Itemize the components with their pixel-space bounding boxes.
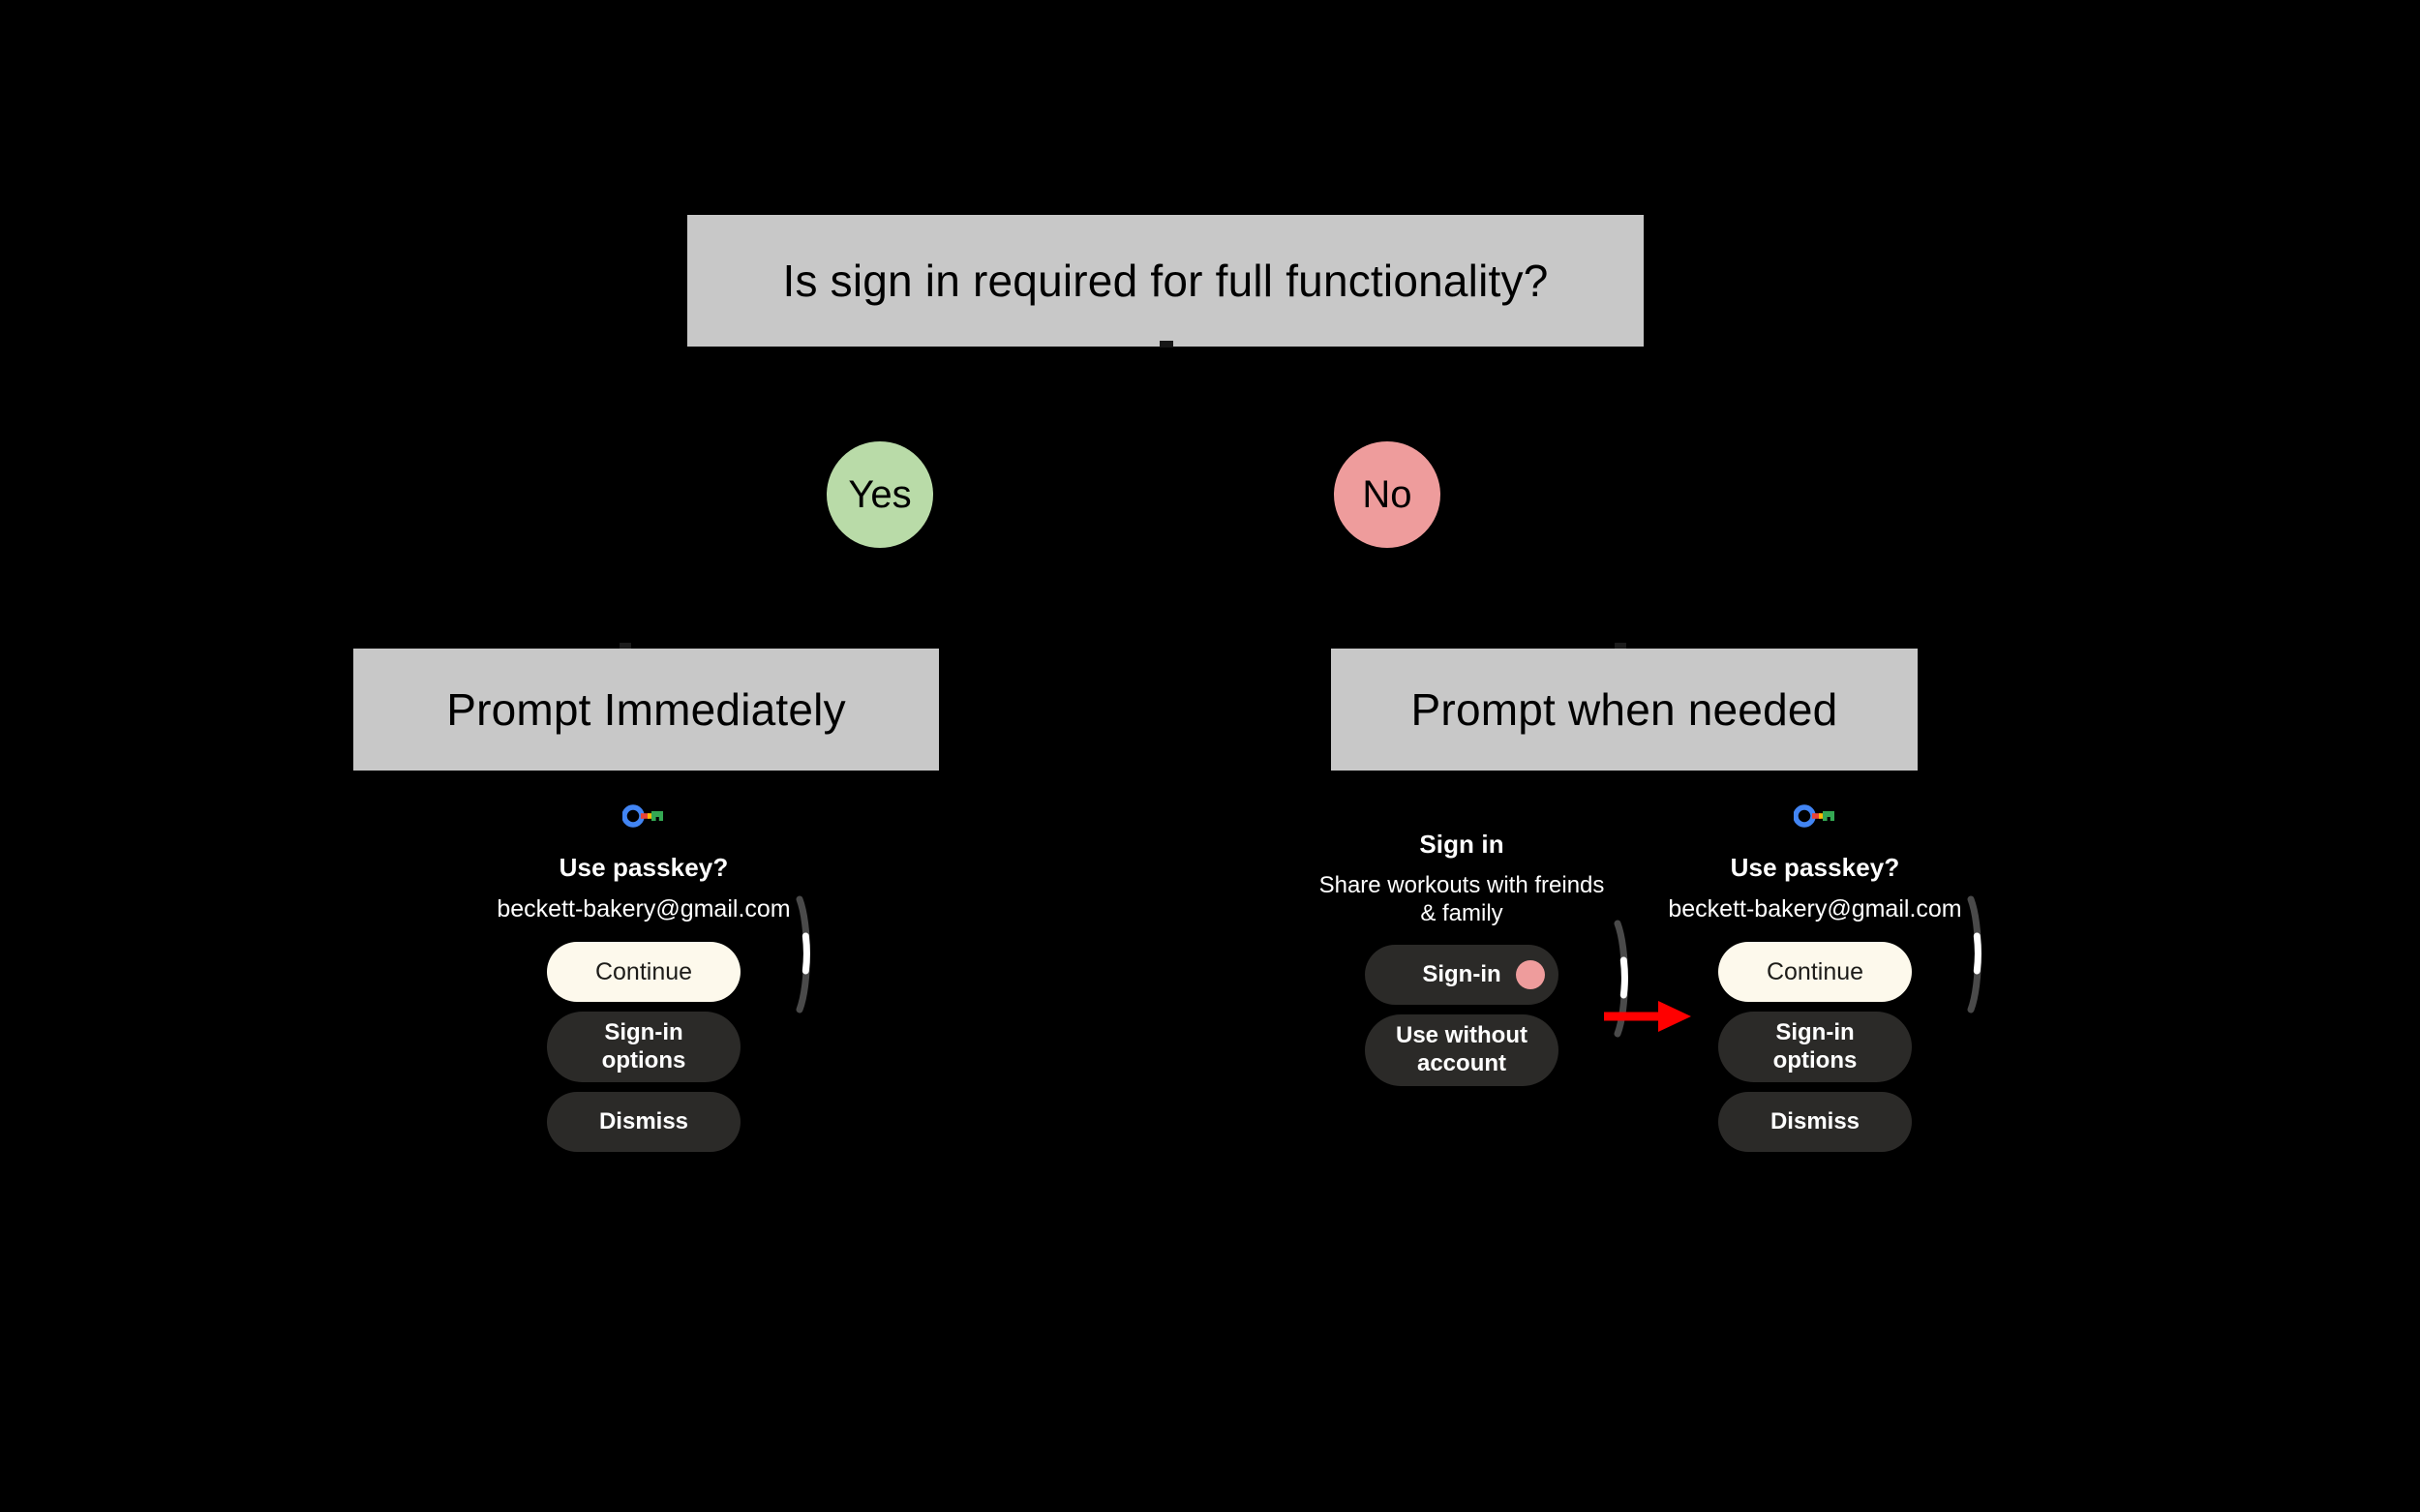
use-without-account-button[interactable]: Use without account [1365, 1014, 1558, 1087]
device-mockup-right-passkey: Use passkey? beckett-bakery@gmail.com Co… [1655, 803, 1981, 1163]
connector-stub-decision [1160, 341, 1173, 348]
outcome-box-prompt-when-needed: Prompt when needed [1331, 649, 1918, 771]
dialog-title: Sign in [1419, 830, 1504, 859]
device-mockup-left-passkey: Use passkey? beckett-bakery@gmail.com Co… [484, 803, 810, 1163]
google-passkey-icon [1794, 804, 1834, 828]
branch-bubble-yes: Yes [827, 441, 933, 548]
sign-in-button-label: Sign-in [1422, 961, 1501, 988]
device-mockup-sign-in: Sign in Share workouts with freinds & fa… [1302, 803, 1628, 1097]
continue-button[interactable]: Continue [547, 941, 741, 1002]
annotation-arrow-icon [1604, 1001, 1691, 1032]
sign-in-button-dot-icon [1516, 960, 1545, 990]
dialog-title: Use passkey? [1730, 853, 1900, 882]
sign-in-options-button[interactable]: Sign-in options [1718, 1011, 1912, 1083]
dialog-subtitle-description: Share workouts with freinds & family [1318, 871, 1605, 927]
dialog-subtitle-account: beckett-bakery@gmail.com [497, 894, 791, 922]
branch-bubble-no: No [1334, 441, 1440, 548]
continue-button[interactable]: Continue [1718, 941, 1912, 1002]
decision-box: Is sign in required for full functionali… [687, 215, 1644, 347]
connector-stub-yes [620, 643, 631, 651]
dialog-title: Use passkey? [559, 853, 729, 882]
dialog-subtitle-account: beckett-bakery@gmail.com [1668, 894, 1962, 922]
connector-stub-no [1615, 643, 1626, 651]
google-passkey-icon [622, 804, 663, 828]
dismiss-button[interactable]: Dismiss [547, 1092, 741, 1153]
sign-in-button[interactable]: Sign-in [1365, 945, 1558, 1006]
sign-in-options-button[interactable]: Sign-in options [547, 1011, 741, 1083]
outcome-box-prompt-immediately: Prompt Immediately [353, 649, 939, 771]
dismiss-button[interactable]: Dismiss [1718, 1092, 1912, 1153]
